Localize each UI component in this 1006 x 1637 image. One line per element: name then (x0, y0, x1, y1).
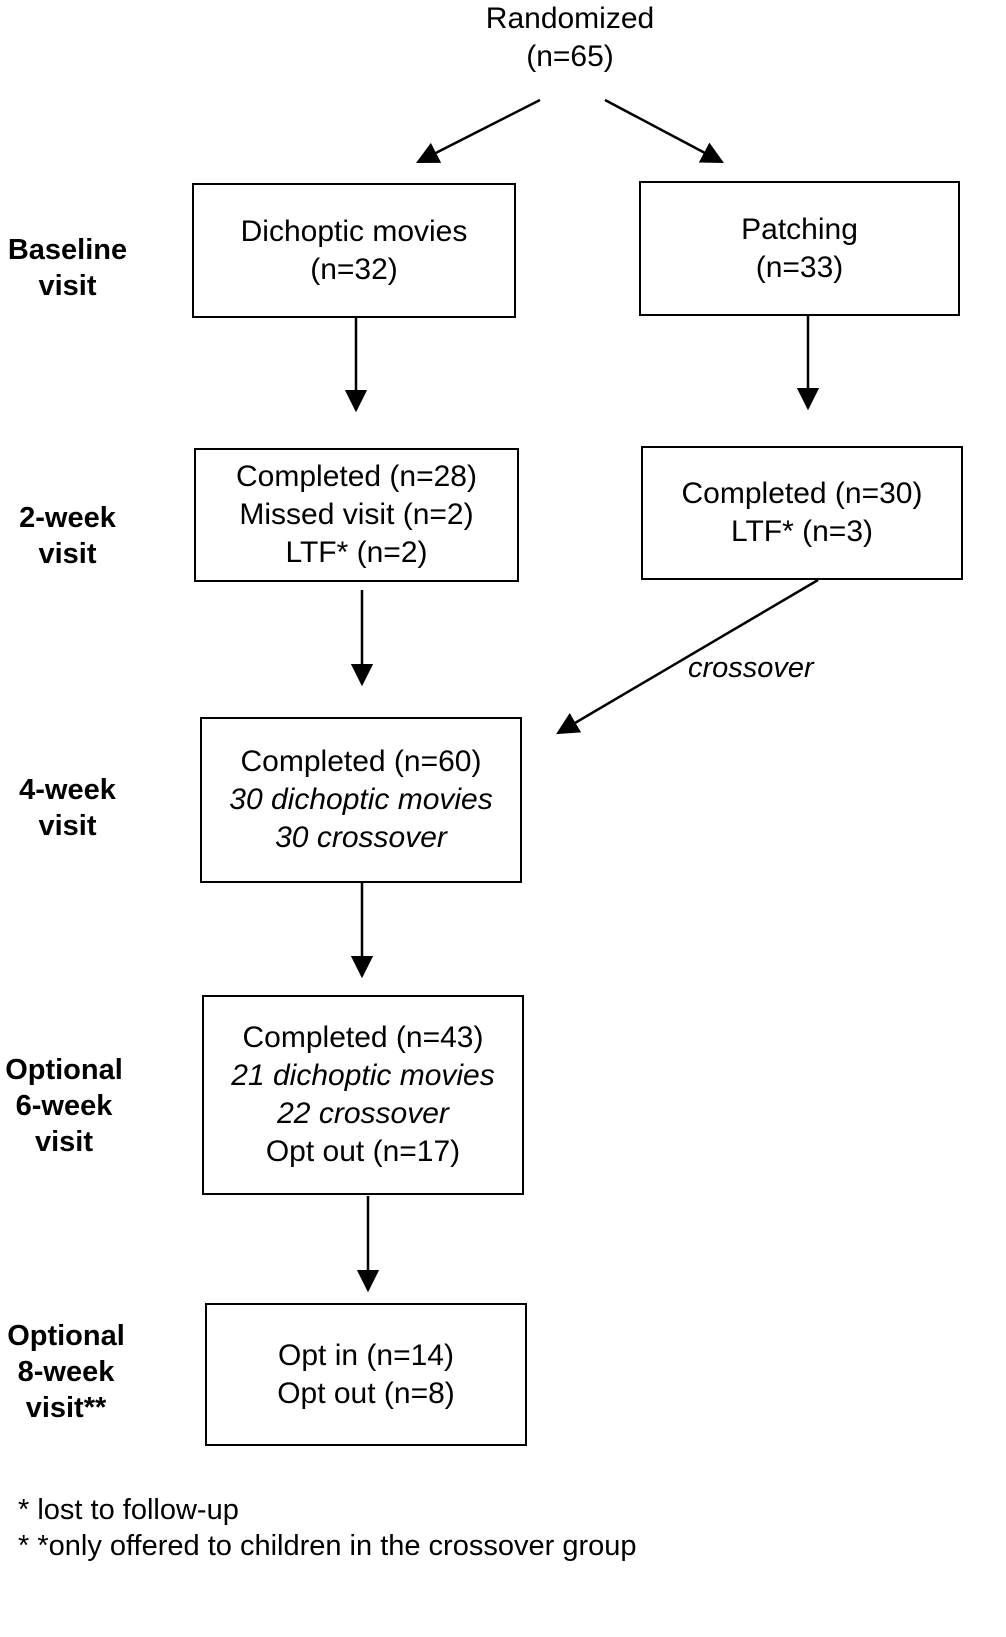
footnote-ltf: * lost to follow-up (18, 1494, 239, 1526)
week6-box: Completed (n=43) 21 dichoptic movies 22 … (202, 995, 524, 1195)
randomized-count: (n=65) (526, 40, 614, 73)
arrow-randomized-to-dichoptic (415, 98, 541, 164)
week2-dichoptic-box: Completed (n=28) Missed visit (n=2) LTF*… (194, 448, 519, 582)
dichoptic-movies-box: Dichoptic movies (n=32) (192, 183, 516, 318)
row-label-baseline: Baseline visit (7, 234, 128, 302)
week2-patching-box: Completed (n=30) LTF* (n=3) (641, 446, 963, 580)
row-label-8-week: Optional 8-week visit** (7, 1320, 125, 1424)
patching-box: Patching (n=33) (639, 181, 960, 316)
arrow-randomized-to-patching (604, 98, 724, 164)
row-label-2-week: 2-week visit (19, 502, 116, 570)
footnote-crossover: * *only offered to children in the cross… (18, 1530, 637, 1562)
randomized-label: Randomized (485, 2, 655, 35)
week4-box: Completed (n=60) 30 dichoptic movies 30 … (200, 717, 522, 883)
randomized-node: Randomized (n=65) (450, 0, 690, 76)
row-label-4-week: 4-week visit (19, 774, 116, 842)
week8-box: Opt in (n=14) Opt out (n=8) (205, 1303, 527, 1446)
row-label-6-week: Optional 6-week visit (5, 1054, 123, 1158)
crossover-label: crossover (688, 652, 814, 684)
arrow-crossover (556, 578, 819, 735)
